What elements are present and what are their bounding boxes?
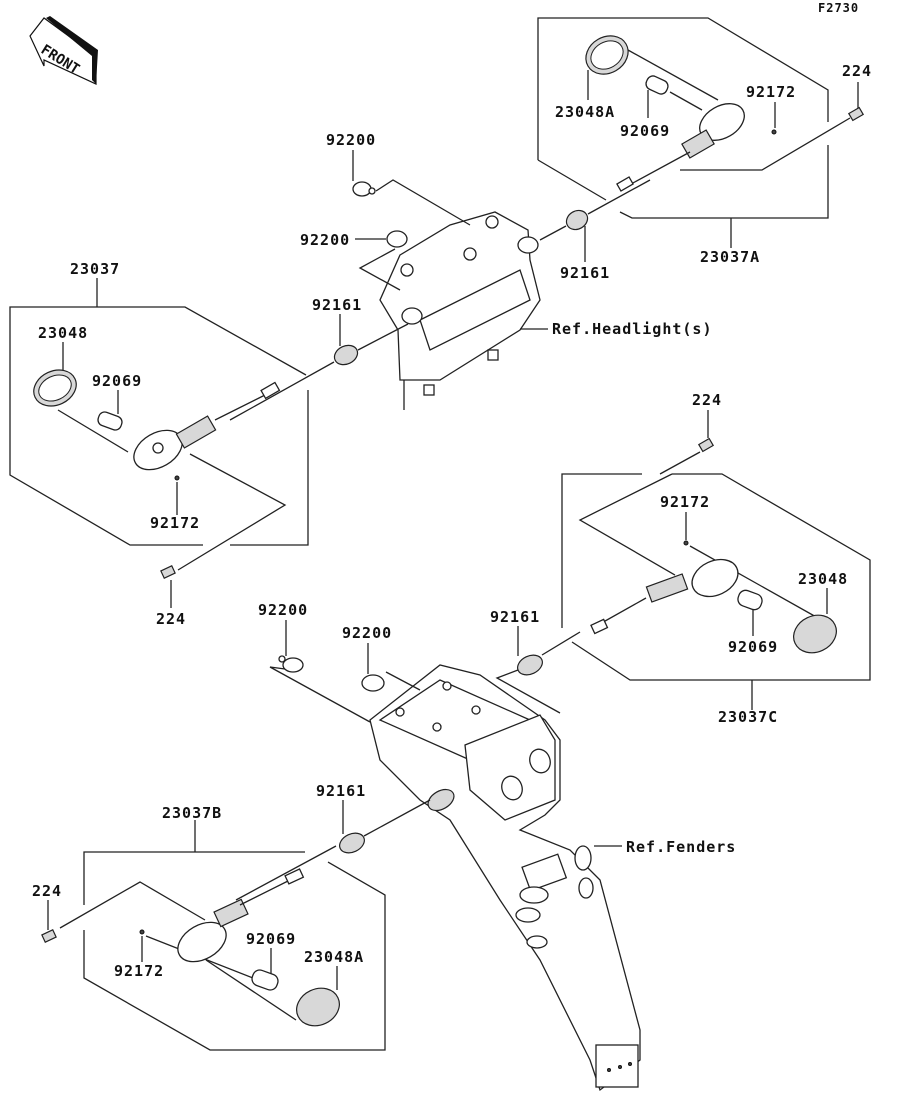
grommet-icon (517, 654, 543, 676)
label-23048a: 23048A (555, 103, 615, 121)
turn-signal-front-right: 23037A 23048A 92069 92172 224 92161 (537, 17, 872, 282)
label-92172-fr: 92172 (746, 83, 796, 101)
turn-signal-front-left: 23037 23048 92069 92172 224 92161 (9, 260, 409, 628)
label-23037c: 23037C (718, 708, 778, 726)
bulb-icon (97, 411, 123, 431)
label-224-fr: 224 (842, 62, 872, 80)
lens-icon (296, 987, 340, 1027)
ref-fenders: Ref.Fenders (626, 838, 736, 856)
bolt-icon (847, 106, 865, 122)
front-arrow-icon: FRONT (29, 16, 98, 85)
lens-icon (793, 614, 837, 654)
label-92069-fl: 92069 (92, 372, 142, 390)
label-92161-fr: 92161 (560, 264, 610, 282)
figure-code: F2730 (818, 1, 859, 15)
label-23037: 23037 (70, 260, 120, 278)
label-92161-rr: 92161 (490, 608, 540, 626)
bolt-icon (697, 437, 715, 453)
label-224-rl: 224 (32, 882, 62, 900)
label-92200-rear-right: 92200 (342, 624, 392, 642)
label-92161-rl: 92161 (316, 782, 366, 800)
rear-fender-bracket: Ref.Fenders 92200 92200 (258, 601, 736, 1092)
grommet-icon (565, 209, 589, 231)
label-92200-front-lower: 92200 (300, 231, 350, 249)
label-92161-fl: 92161 (312, 296, 362, 314)
label-224-fl: 224 (156, 610, 186, 628)
label-23048a-rl: 23048A (304, 948, 364, 966)
bolt-icon (160, 565, 176, 579)
turn-signal-rear-left: 23037B 224 92172 92069 23048A 92161 (32, 782, 431, 1051)
label-92172-rr: 92172 (660, 493, 710, 511)
bulb-icon (737, 589, 763, 611)
grommet-icon (339, 832, 365, 854)
label-23048: 23048 (38, 324, 88, 342)
ref-headlight: Ref.Headlight(s) (552, 320, 713, 338)
bolt-icon (41, 929, 57, 943)
label-92069-rr: 92069 (728, 638, 778, 656)
label-92069-rl: 92069 (246, 930, 296, 948)
label-224-rr: 224 (692, 391, 722, 409)
turn-signal-rear-right: 23037C 224 92172 92069 23048 92161 (490, 391, 871, 726)
bulb-icon (645, 75, 669, 95)
label-92069-fr: 92069 (620, 122, 670, 140)
label-92172-fl: 92172 (150, 514, 200, 532)
label-23037a: 23037A (700, 248, 760, 266)
bulb-icon (251, 969, 279, 991)
label-92200-rear-left: 92200 (258, 601, 308, 619)
plate-icon (282, 657, 304, 673)
label-23048-rr: 23048 (798, 570, 848, 588)
plate-icon (352, 181, 372, 197)
grommet-icon (333, 344, 359, 366)
label-23037b: 23037B (162, 804, 222, 822)
label-92172-rl: 92172 (114, 962, 164, 980)
headlight-bracket: Ref.Headlight(s) 92200 92200 (300, 131, 713, 410)
label-92200-front-upper: 92200 (326, 131, 376, 149)
